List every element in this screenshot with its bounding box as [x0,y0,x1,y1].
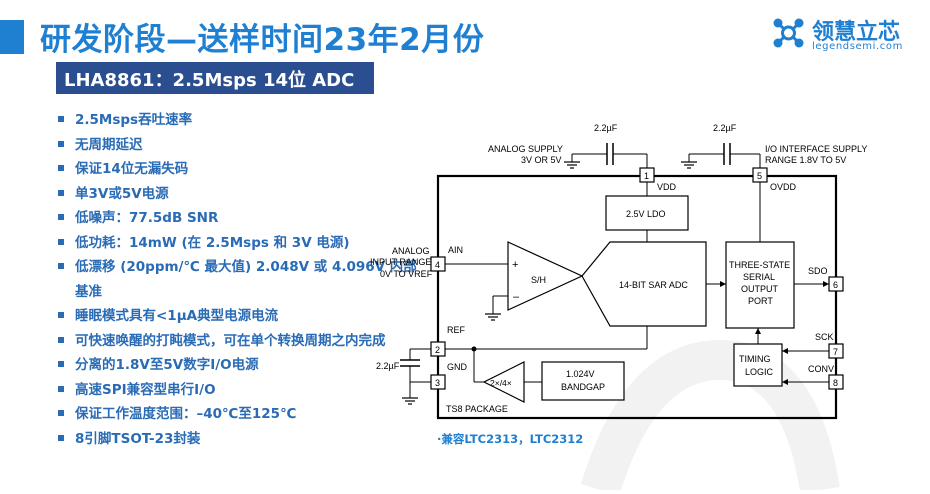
svg-text:14-BIT SAR ADC: 14-BIT SAR ADC [619,280,688,290]
bullet-icon [58,238,64,245]
bullet-icon [58,361,64,367]
svg-text:S/H: S/H [531,275,546,285]
package-outline [436,174,838,420]
svg-text:8: 8 [833,378,838,388]
cap-left-label: 2.2µF [594,123,618,133]
svg-text:THREE-STATE: THREE-STATE [729,260,790,270]
timing-logic-block [733,343,783,387]
analog-input-label-3: 0V TO VREF [380,269,433,279]
feature-item: 单3V或5V电源 [58,182,428,207]
bullet-icon [58,385,64,392]
company-logo: 领慧立芯 legendsemi.com [770,12,910,56]
bullet-icon [58,140,64,147]
analog-supply-range: 3V OR 5V [521,155,562,165]
vdd-label: VDD [657,182,677,192]
ldo-block [605,195,689,231]
bullet-icon [58,434,64,441]
bullet-icon [58,214,64,220]
analog-input-label-2: INPUT RANGE [370,257,431,267]
ain-label: AIN [448,245,463,255]
svg-text:OUTPUT: OUTPUT [741,284,779,294]
feature-item: 睡眠模式具有<1μA典型电源电流 [58,304,428,329]
analog-supply-label: ANALOG SUPPLY [488,144,563,154]
sample-hold-amplifier [507,241,584,311]
bullet-icon [58,165,64,171]
gnd-label: GND [447,362,468,372]
bullet-icon [58,116,64,122]
svg-text:2: 2 [435,345,440,355]
pin-6 [828,276,844,292]
svg-text:1: 1 [644,171,649,181]
feature-item: 2.5Msps吞吐速率 [58,108,428,133]
svg-text:2.5V LDO: 2.5V LDO [626,209,666,219]
pin-3 [430,374,446,390]
logo-name: 领慧立芯 [812,20,901,45]
svg-text:+: + [512,259,518,271]
svg-text:5: 5 [757,171,762,181]
bullet-icon [58,312,64,318]
feature-list: 2.5Msps吞吐速率 无周期延迟 保证14位无漏失码 单3V或5V电源 低噪声… [58,108,428,451]
ovdd-label: OVDD [770,182,797,192]
svg-text:LOGIC: LOGIC [745,367,774,377]
svg-text:4: 4 [435,260,440,270]
svg-text:BANDGAP: BANDGAP [561,382,605,392]
cap-ref-label: 2.2µF [376,361,400,371]
sck-label: SCK [815,332,834,342]
bullet-icon [58,336,64,343]
svg-text:2×/4×: 2×/4× [490,378,512,388]
background-watermark [580,339,840,490]
title-accent-bar [0,20,24,54]
bandgap-block [541,361,625,401]
feature-item: 低噪声：77.5dB SNR [58,206,428,231]
bullet-icon [58,263,64,269]
svg-text:–: – [513,291,520,303]
package-label: TS8 PACKAGE [446,404,508,414]
cap-right-label: 2.2µF [713,123,737,133]
svg-text:6: 6 [833,280,838,290]
svg-text:PORT: PORT [748,296,773,306]
compatibility-note: ·兼容LTC2313，LTC2312 [437,432,584,446]
logo-url: legendsemi.com [812,41,903,52]
io-supply-range: RANGE 1.8V TO 5V [765,155,846,165]
feature-item: 分离的1.8V至5V数字I/O电源 [58,353,428,378]
feature-item: 高速SPI兼容型串行I/O [58,378,428,403]
svg-text:7: 7 [833,347,838,357]
sdo-label: SDO [808,266,828,276]
svg-text:3: 3 [435,378,440,388]
subtitle-text: LHA8861：2.5Msps 14位 ADC [64,70,355,91]
feature-item: 保证工作温度范围：–40℃至125℃ [58,402,428,427]
bullet-icon [58,410,64,416]
feature-item: 低功耗：14mW (在 2.5Msps 和 3V 电源) [58,231,428,256]
feature-item: 8引脚TSOT-23封装 [58,427,428,452]
ref-label: REF [447,325,466,335]
molecule-logo-icon [773,18,804,48]
bullet-icon [58,189,64,196]
svg-text:1.024V: 1.024V [566,369,595,379]
subtitle-banner [56,62,374,94]
io-supply-label: I/O INTERFACE SUPPLY [765,144,867,154]
svg-text:SERIAL: SERIAL [743,272,775,282]
feature-item: 可快速唤醒的打盹模式，可在单个转换周期之内完成 [58,329,428,354]
feature-item: 保证14位无漏失码 [58,157,428,182]
feature-item: 低漂移 (20ppm/℃ 最大值) 2.048V 或 4.096V 内部基准 [58,255,428,304]
conv-label: CONV [808,364,834,374]
svg-text:TIMING: TIMING [739,354,771,364]
feature-item: 无周期延迟 [58,133,428,158]
analog-input-label-1: ANALOG [392,246,430,256]
serial-output-port [725,241,795,329]
page-title: 研发阶段—送样时间23年2月份 [40,22,485,58]
